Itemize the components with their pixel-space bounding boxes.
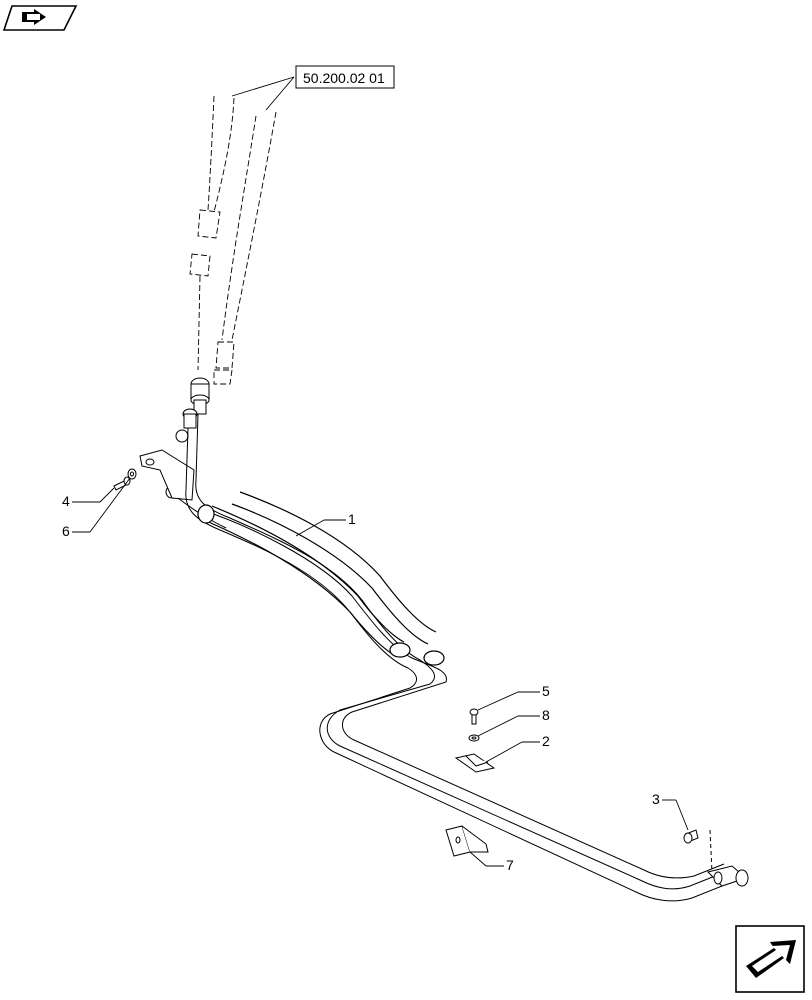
hardware [113, 468, 699, 844]
callout-3[interactable]: 3 [652, 791, 660, 807]
callout-8[interactable]: 8 [542, 707, 550, 723]
tube-assembly [177, 413, 725, 902]
callout-1[interactable]: 1 [348, 511, 356, 527]
clamp-2 [454, 753, 496, 773]
end-fittings [707, 829, 749, 887]
callout-labels: 1 2 3 4 5 6 7 8 [62, 493, 660, 873]
upstream-hoses [189, 95, 277, 385]
callout-4[interactable]: 4 [62, 493, 70, 509]
nav-next-button[interactable] [735, 925, 805, 993]
reference-box [295, 65, 395, 89]
reference-number: 50.200.02 01 [303, 70, 385, 86]
callout-2[interactable]: 2 [542, 733, 550, 749]
nav-back-button[interactable] [2, 5, 78, 31]
hose-sleeves [197, 491, 445, 666]
mounting-bracket [139, 449, 195, 501]
bracket-7 [445, 825, 489, 857]
callout-7[interactable]: 7 [506, 857, 514, 873]
callout-5[interactable]: 5 [542, 683, 550, 699]
callout-leaders [72, 477, 689, 867]
callout-6[interactable]: 6 [62, 523, 70, 539]
reference-callout[interactable]: 50.200.02 01 [231, 65, 395, 111]
